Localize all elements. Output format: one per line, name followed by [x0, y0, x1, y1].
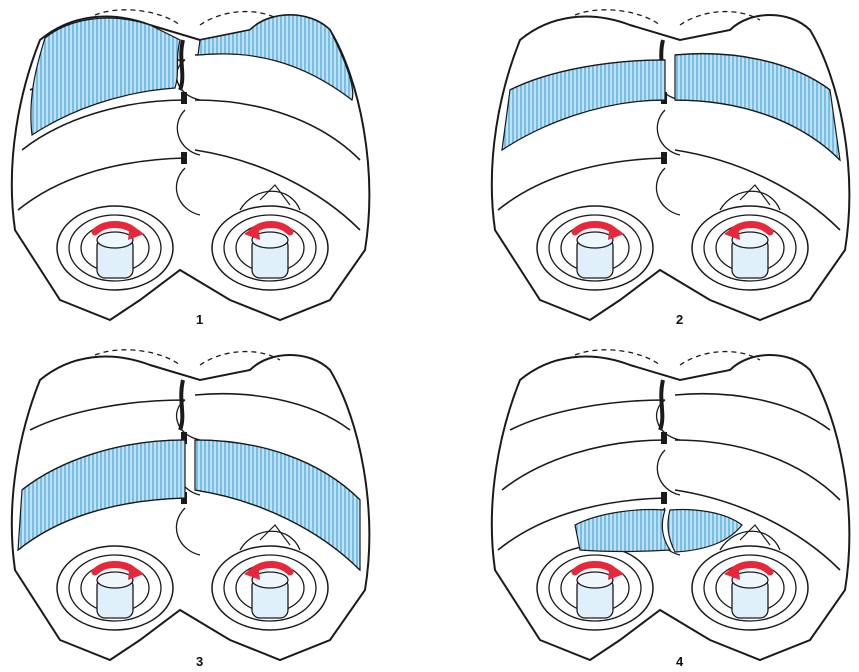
- rotor-illustration: [0, 0, 380, 330]
- step-number: 4: [676, 654, 683, 669]
- compression-stage-panel-1: 1: [0, 0, 380, 330]
- compression-stage-panel-2: 2: [480, 0, 859, 330]
- step-number: 2: [676, 312, 683, 327]
- step-number: 1: [196, 312, 203, 327]
- compression-stage-panel-3: 3: [0, 340, 380, 670]
- rotor-illustration: [0, 340, 380, 670]
- rotor-illustration: [480, 340, 859, 670]
- step-number: 3: [196, 654, 203, 669]
- rotor-illustration: [480, 0, 859, 330]
- compression-stage-panel-4: 4: [480, 340, 859, 670]
